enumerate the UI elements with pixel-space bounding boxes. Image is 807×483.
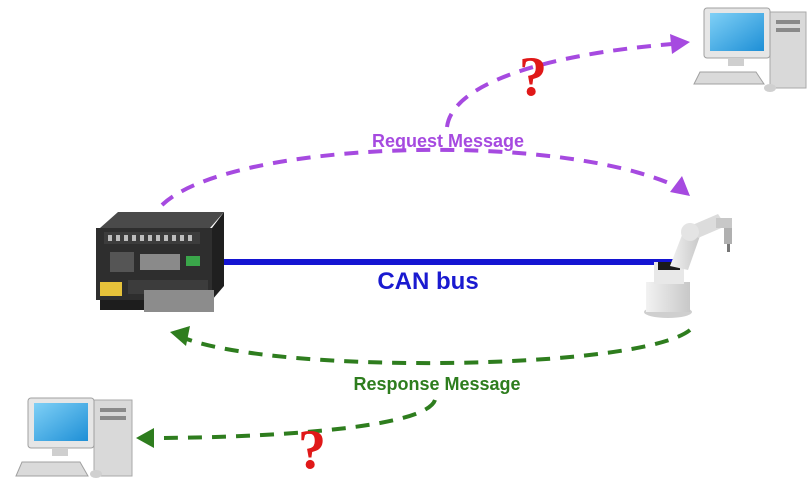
plc-controller-icon <box>96 212 224 312</box>
request-branch-arrow <box>445 34 690 128</box>
desktop-computer-icon-top <box>693 7 807 92</box>
request-message-label: Request Message <box>372 131 524 151</box>
robot-arm-icon <box>644 214 732 318</box>
question-mark-bottom: ? <box>298 419 326 481</box>
can-bus-line <box>222 259 674 265</box>
response-branch-arrow <box>136 398 437 448</box>
question-mark-top: ? <box>519 46 547 108</box>
response-message-label: Response Message <box>353 374 520 394</box>
response-arrow <box>170 326 692 366</box>
can-bus-label: CAN bus <box>377 268 478 295</box>
request-arrow <box>160 147 690 207</box>
desktop-computer-icon-bottom <box>15 397 133 478</box>
